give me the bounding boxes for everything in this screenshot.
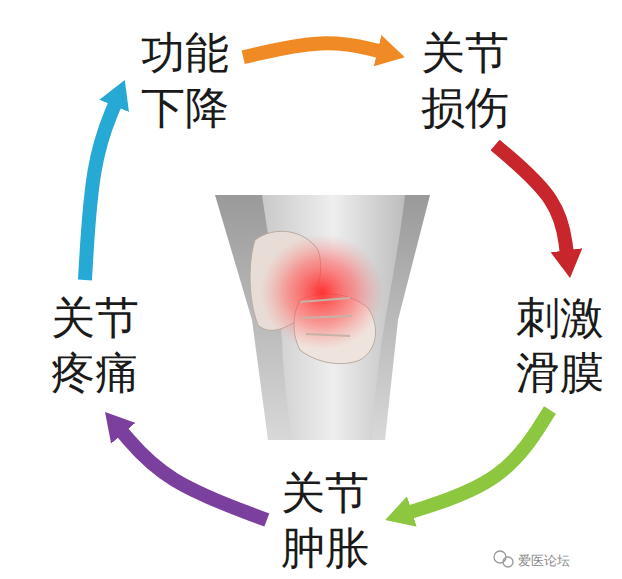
cycle-step: 关节 疼痛 [45,288,145,402]
step-label: 关节 疼痛 [49,290,141,400]
cycle-step: 刺激 滑膜 [510,288,610,402]
cycle-step: 功能 下降 [135,23,235,137]
cycle-step: 关节 肿胀 [275,463,375,577]
step-label: 刺激 滑膜 [514,290,606,400]
step-label: 关节 损伤 [419,25,511,135]
cycle-arrow [85,104,115,280]
pain-glow [260,234,384,350]
fingers [300,298,352,336]
photo-ground [215,195,430,440]
step-label: 关节 肿胀 [279,465,371,575]
cycle-arrow [410,410,550,512]
watermark: 爱医论坛 [518,552,570,570]
cycle-arrow [243,43,379,57]
cycle-arrow [495,145,567,252]
cycle-step: 关节 损伤 [415,23,515,137]
cycle-arrow [122,432,267,520]
step-label: 功能 下降 [139,25,231,135]
watermark-icon [494,551,513,567]
